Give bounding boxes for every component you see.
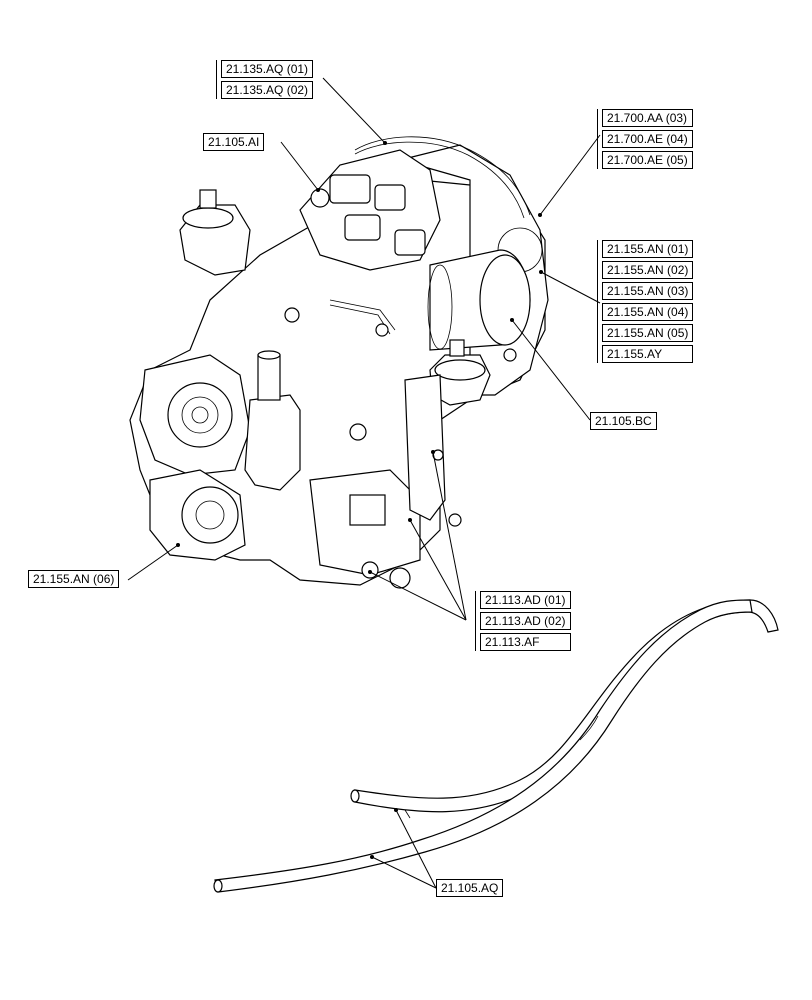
callout-label[interactable]: 21.155.AN (03) xyxy=(602,282,694,300)
callout-group-155: 21.155.AN (01) 21.155.AN (02) 21.155.AN … xyxy=(597,240,694,363)
leader-lines xyxy=(127,77,601,889)
callout-label-105-aq[interactable]: 21.105.AQ xyxy=(436,879,504,897)
callout-label[interactable]: 21.155.AN (01) xyxy=(602,240,694,258)
callout-label[interactable]: 21.135.AQ (01) xyxy=(221,60,314,78)
transmission-assembly xyxy=(129,136,549,589)
callout-label[interactable]: 21.700.AE (04) xyxy=(602,130,693,148)
callout-label[interactable]: 21.155.AY xyxy=(602,345,694,363)
callout-label[interactable]: 21.113.AD (02) xyxy=(480,612,571,630)
callout-label[interactable]: 21.135.AQ (02) xyxy=(221,81,314,99)
callout-label[interactable]: 21.155.AN (04) xyxy=(602,303,694,321)
callout-label[interactable]: 21.700.AE (05) xyxy=(602,151,693,169)
callout-label[interactable]: 21.155.AN (02) xyxy=(602,261,694,279)
callout-label-155-an-06[interactable]: 21.155.AN (06) xyxy=(28,570,120,588)
callout-group-113: 21.113.AD (01) 21.113.AD (02) 21.113.AF xyxy=(475,591,571,651)
hose-assembly xyxy=(213,599,779,893)
callout-label[interactable]: 21.113.AF xyxy=(480,633,571,651)
callout-label[interactable]: 21.155.AN (05) xyxy=(602,324,694,342)
callout-label-105-ai[interactable]: 21.105.AI xyxy=(203,133,265,151)
callout-group-700: 21.700.AA (03) 21.700.AE (04) 21.700.AE … xyxy=(597,109,693,169)
callout-group-135: 21.135.AQ (01) 21.135.AQ (02) xyxy=(216,60,314,99)
callout-label-105-bc[interactable]: 21.105.BC xyxy=(590,412,657,430)
callout-label[interactable]: 21.113.AD (01) xyxy=(480,591,571,609)
callout-label[interactable]: 21.700.AA (03) xyxy=(602,109,693,127)
